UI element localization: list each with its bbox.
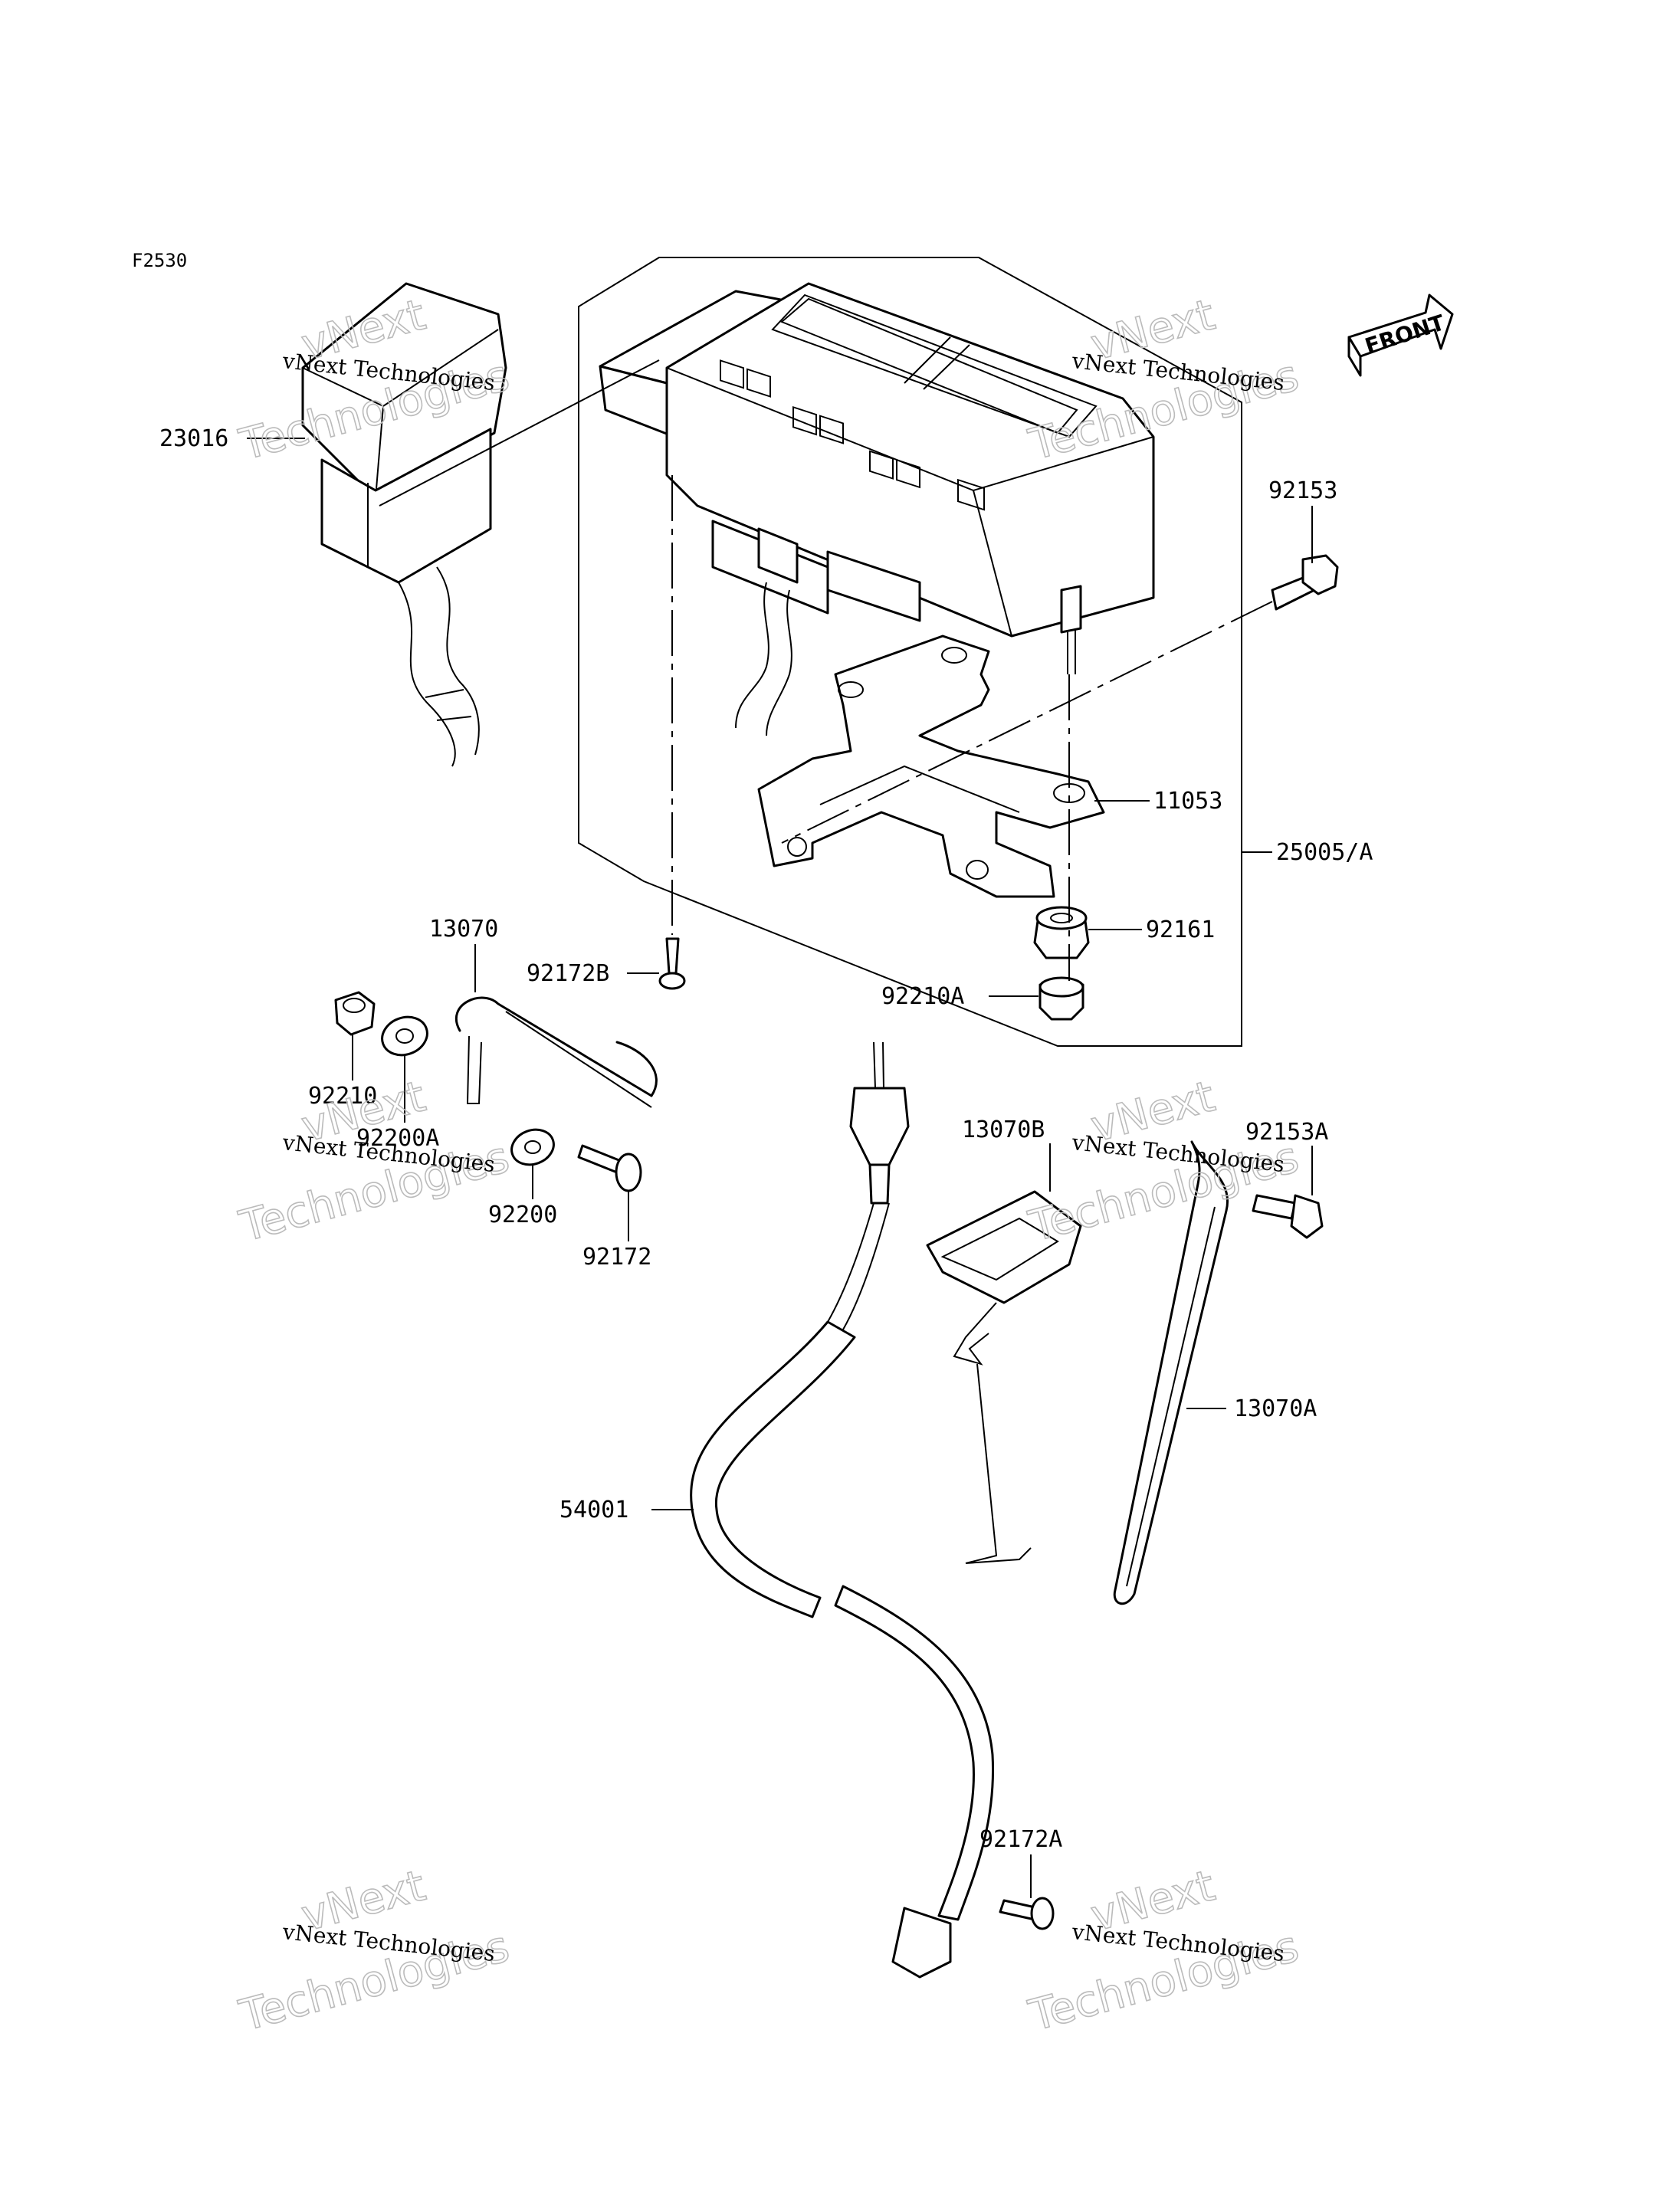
clamp-13070b [926,1190,1082,1564]
part-label-92210a: 92210A [881,983,964,1010]
part-label-92210: 92210 [308,1083,377,1110]
meter-assembly [599,282,1155,736]
part-label-92200a: 92200A [356,1125,439,1152]
nut-92210a [1039,976,1084,1021]
screw-92172a [999,1897,1055,1930]
part-label-13070b: 13070B [962,1117,1045,1143]
part-label-25005a: 25005/A [1276,839,1373,866]
part-label-13070: 13070 [429,916,498,943]
part-label-23016: 23016 [159,425,228,452]
alignment-line [781,601,1273,844]
screw-92172b [658,937,686,990]
bracket-11053 [757,635,1105,898]
screw-92172 [577,1144,642,1192]
front-label: FRONT [1362,310,1448,359]
clamp-13070a [1113,1140,1229,1605]
part-label-92172: 92172 [582,1244,651,1271]
washer-92200 [510,1128,555,1166]
part-labels: 23016 92153 11053 25005/A 92161 92210A 9… [159,425,1373,1853]
leader-lines [247,438,1313,1898]
alignment-line [379,359,660,507]
part-label-92153a: 92153A [1245,1119,1328,1146]
bolt-92153 [1271,554,1339,611]
part-label-92172a: 92172A [979,1826,1062,1853]
cable-54001 [690,1041,995,1979]
part-label-92161: 92161 [1146,917,1215,943]
clamp-13070 [454,996,658,1108]
grommet-92161 [1033,906,1090,959]
bolt-92153a [1252,1194,1324,1239]
part-label-92200: 92200 [488,1202,557,1228]
part-label-11053: 11053 [1153,788,1222,815]
watermark-bottom-right: vNext Technologies vNext Technologies [1023,1861,1304,2042]
watermark-bottom-left: vNext Technologies vNext Technologies [234,1861,515,2042]
housing-23016 [301,282,507,767]
front-arrow-icon: FRONT [1347,293,1454,377]
part-label-92153: 92153 [1268,477,1337,504]
assembly-outline [578,257,1242,1047]
part-label-13070a: 13070A [1234,1395,1317,1422]
washer-92200a [381,1015,428,1057]
nut-92210 [334,991,376,1036]
watermark-mid-right: vNext Technologies vNext Technologies [1023,1071,1304,1253]
figure-id: F2530 [132,250,187,271]
part-label-54001: 54001 [559,1497,628,1523]
part-label-92172b: 92172B [527,960,609,987]
watermark-mid-left: vNext Technologies vNext Technologies [234,1071,515,1253]
